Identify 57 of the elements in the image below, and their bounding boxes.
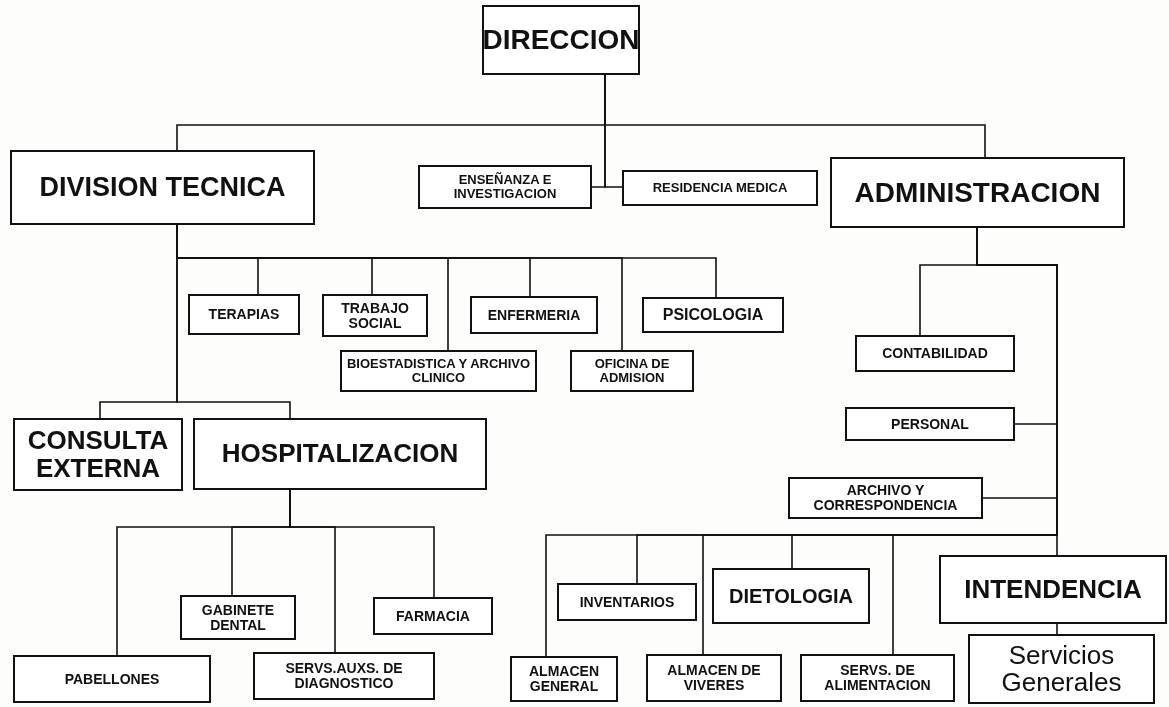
box-label: SERVS.AUXS. DE DIAGNOSTICO — [284, 661, 404, 691]
org-box — [193, 418, 487, 490]
box-label: CONTABILIDAD — [882, 346, 988, 361]
box-label: TRABAJO SOCIAL — [340, 300, 410, 331]
org-box — [646, 654, 782, 702]
box-label: DIETOLOGIA — [728, 585, 854, 607]
connector-line — [1056, 623, 1058, 635]
box-label: FARMACIA — [396, 608, 470, 624]
box-label: HOSPITALIZACION — [221, 440, 459, 468]
box-label: RESIDENCIA MEDICA — [652, 181, 788, 195]
org-box — [482, 5, 640, 75]
box-label: SERVS. DE ALIMENTACION — [823, 663, 932, 693]
box-label: ARCHIVO Y CORRESPONDENCIA — [812, 483, 959, 513]
box-label: INTENDENCIA — [964, 575, 1142, 604]
box-label: PABELLONES — [64, 671, 160, 687]
org-box — [13, 418, 183, 491]
connector-line — [289, 489, 435, 598]
org-box — [180, 595, 296, 640]
connector-line — [176, 224, 291, 419]
org-box — [642, 297, 784, 333]
box-label: ALMACEN GENERAL — [528, 664, 600, 694]
box-label: INVENTARIOS — [579, 594, 675, 610]
org-box — [570, 350, 694, 392]
org-box — [470, 296, 598, 334]
org-box — [188, 294, 300, 335]
org-box — [322, 294, 428, 337]
org-box — [557, 583, 697, 621]
box-label: ENSEÑANZA E INVESTIGACION — [452, 173, 558, 201]
box-label: DIRECCION — [482, 25, 640, 55]
org-box — [712, 568, 870, 624]
org-box — [830, 157, 1125, 228]
org-box — [13, 655, 211, 703]
org-box — [968, 634, 1155, 704]
org-box — [418, 165, 592, 209]
box-label: CONSULTA EXTERNA — [26, 427, 170, 482]
org-box — [340, 350, 537, 392]
box-label: TERAPIAS — [208, 307, 280, 322]
box-label: OFICINA DE ADMISION — [593, 357, 671, 385]
org-box — [10, 150, 315, 225]
org-box — [845, 407, 1015, 441]
box-label: ALMACEN DE VIVERES — [666, 663, 762, 693]
box-label: PSICOLOGIA — [662, 306, 764, 324]
box-label: GABINETE DENTAL — [200, 602, 276, 633]
org-box — [855, 335, 1015, 372]
org-box — [253, 652, 435, 700]
org-box — [800, 654, 955, 702]
org-box — [510, 656, 618, 702]
box-label: ENFERMERIA — [487, 307, 581, 323]
org-box — [622, 170, 818, 206]
box-label: PERSONAL — [891, 416, 969, 432]
org-box — [788, 477, 983, 519]
org-box — [373, 597, 493, 635]
box-label: ADMINISTRACION — [854, 177, 1101, 208]
org-box — [939, 555, 1167, 624]
box-label: DIVISION TECNICA — [39, 173, 286, 202]
box-label: BIOESTADISTICA Y ARCHIVO CLINICO — [346, 357, 531, 385]
box-label: Servicios Generales — [1000, 641, 1123, 697]
